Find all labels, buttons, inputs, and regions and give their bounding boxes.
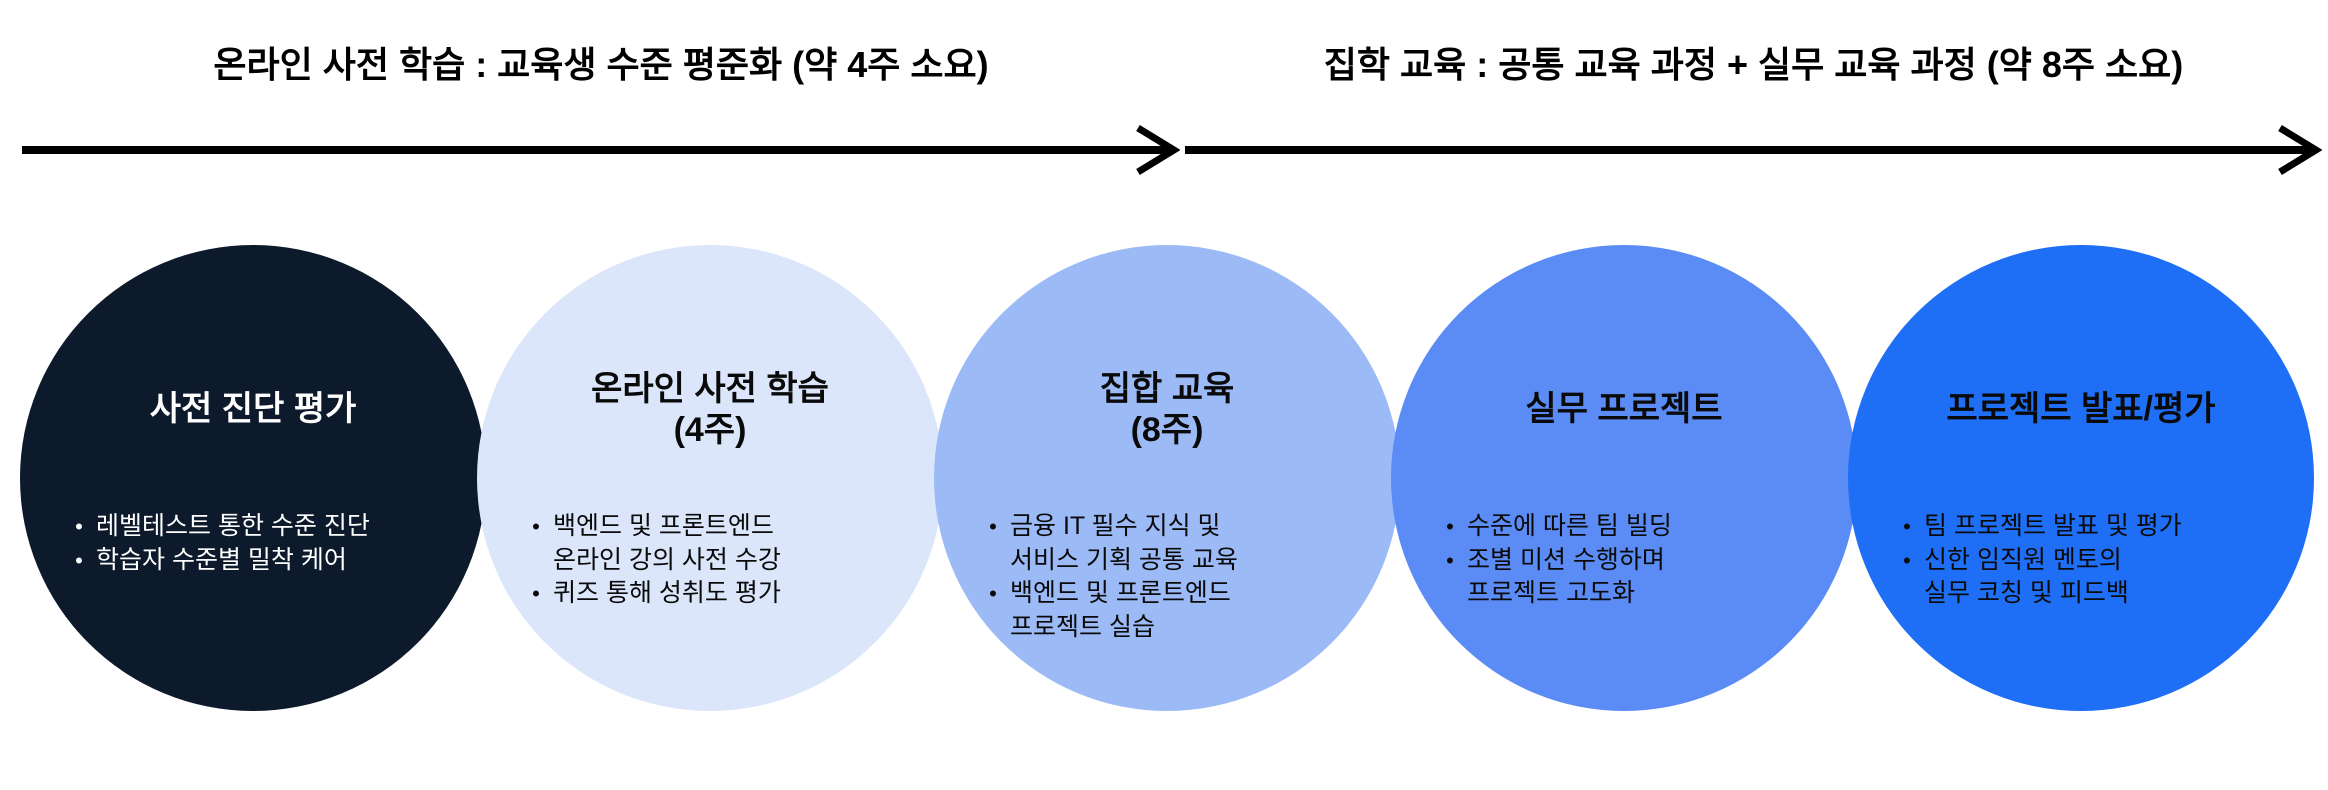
- stage-bullet: • 금융 IT 필수 지식 및 서비스 기획 공통 교육: [976, 510, 1378, 577]
- stage-bullet: • 신한 임직원 멘토의 실무 코칭 및 피드백: [1890, 544, 2292, 611]
- bullet-text: 퀴즈 통해 성취도 평가: [553, 579, 781, 607]
- stage-bullet: • 레벨테스트 통한 수준 진단: [62, 510, 464, 544]
- bullet-dot-icon: •: [1903, 547, 1911, 573]
- bullet-text: 조별 미션 수행하며 프로젝트 고도화: [1467, 545, 1665, 608]
- stage-bullet: • 백엔드 및 프론트엔드 온라인 강의 사전 수강: [519, 510, 921, 577]
- bullet-text: 레벨테스트 통한 수준 진단: [96, 512, 370, 540]
- bullet-dot-icon: •: [75, 514, 83, 539]
- bullet-text: 학습자 수준별 밀착 케어: [96, 545, 347, 574]
- stage-bullet: • 조별 미션 수행하며 프로젝트 고도화: [1433, 544, 1835, 611]
- stage-bullet: • 학습자 수준별 밀착 케어: [62, 544, 464, 578]
- stage-bullet-list: • 백엔드 및 프론트엔드 온라인 강의 사전 수강 • 퀴즈 통해 성취도 평…: [519, 510, 921, 611]
- bullet-text: 수준에 따른 팀 빌딩: [1467, 512, 1672, 540]
- stage-bullet-list: • 레벨테스트 통한 수준 진단 • 학습자 수준별 밀착 케어: [62, 510, 464, 577]
- stage-bullet-list: • 팀 프로젝트 발표 및 평가 • 신한 임직원 멘토의 실무 코칭 및 피드…: [1890, 510, 2292, 611]
- stage-circle-online-prelearning: 온라인 사전 학습 (4주) • 백엔드 및 프론트엔드 온라인 강의 사전 수…: [477, 245, 943, 711]
- bullet-dot-icon: •: [1903, 514, 1911, 539]
- bullet-dot-icon: •: [1446, 514, 1454, 539]
- phase-1-label: 온라인 사전 학습 : 교육생 수준 평준화 (약 4주 소요): [213, 44, 989, 85]
- bullet-text: 백엔드 및 프론트엔드 온라인 강의 사전 수강: [553, 512, 781, 574]
- stage-title: 온라인 사전 학습 (4주): [591, 369, 829, 449]
- phase-2-label: 집학 교육 : 공통 교육 과정 + 실무 교육 과정 (약 8주 소요): [1323, 44, 2184, 85]
- stage-bullet: • 백엔드 및 프론트엔드 프로젝트 실습: [976, 577, 1378, 644]
- stage-bullet: • 수준에 따른 팀 빌딩: [1433, 510, 1835, 544]
- stage-circle-practical-project: 실무 프로젝트 • 수준에 따른 팀 빌딩 • 조별 미션 수행하며 프로젝트 …: [1391, 245, 1857, 711]
- bullet-dot-icon: •: [532, 514, 540, 539]
- bullet-text: 백엔드 및 프론트엔드 프로젝트 실습: [1010, 579, 1231, 641]
- bullet-text: 팀 프로젝트 발표 및 평가: [1924, 512, 2182, 540]
- stage-title: 집합 교육 (8주): [1099, 369, 1235, 449]
- phase-2-arrow-icon: [1185, 122, 2322, 178]
- bullet-dot-icon: •: [1446, 547, 1454, 573]
- stage-bullet-list: • 금융 IT 필수 지식 및 서비스 기획 공통 교육 • 백엔드 및 프론트…: [976, 510, 1378, 644]
- stage-bullet: • 팀 프로젝트 발표 및 평가: [1890, 510, 2292, 544]
- phase-1-arrow-icon: [22, 122, 1180, 178]
- bullet-text: 신한 임직원 멘토의 실무 코칭 및 피드백: [1924, 545, 2129, 608]
- bullet-dot-icon: •: [532, 581, 540, 606]
- stage-title: 프로젝트 발표/평가: [1946, 390, 2216, 429]
- stage-title: 사전 진단 평가: [149, 390, 357, 429]
- bullet-dot-icon: •: [75, 547, 83, 573]
- bullet-dot-icon: •: [989, 514, 997, 539]
- stage-circle-group-training: 집합 교육 (8주) • 금융 IT 필수 지식 및 서비스 기획 공통 교육 …: [934, 245, 1400, 711]
- stage-bullet: • 퀴즈 통해 성취도 평가: [519, 577, 921, 611]
- stage-circle-pre-assessment: 사전 진단 평가 • 레벨테스트 통한 수준 진단 • 학습자 수준별 밀착 케…: [20, 245, 486, 711]
- stage-bullet-list: • 수준에 따른 팀 빌딩 • 조별 미션 수행하며 프로젝트 고도화: [1433, 510, 1835, 611]
- stage-circle-project-presentation: 프로젝트 발표/평가 • 팀 프로젝트 발표 및 평가 • 신한 임직원 멘토의…: [1848, 245, 2314, 711]
- stage-title: 실무 프로젝트: [1525, 390, 1723, 429]
- bullet-dot-icon: •: [989, 581, 997, 606]
- bullet-text: 금융 IT 필수 지식 및 서비스 기획 공통 교육: [1010, 512, 1238, 574]
